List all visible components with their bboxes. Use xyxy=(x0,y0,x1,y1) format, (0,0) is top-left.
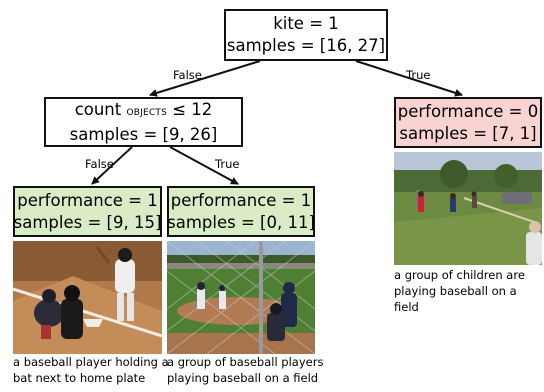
caption-right: a group of children are playing baseball… xyxy=(394,268,525,314)
left-left-leaf-node: performance = 1 samples = [9, 15] xyxy=(13,186,162,237)
root-node: kite = 1 samples = [16, 27] xyxy=(224,9,388,61)
edge-label-root-false: False xyxy=(173,68,202,82)
right-leaf-node: performance = 0 samples = [7, 1] xyxy=(394,97,542,148)
mid-node: count OBJECTS ≤ 12 samples = [9, 26] xyxy=(44,97,243,147)
root-samples: samples = [16, 27] xyxy=(226,36,386,55)
left-left-leaf-prediction: performance = 1 xyxy=(17,190,158,210)
right-leaf-prediction: performance = 0 xyxy=(397,101,539,121)
caption-left-left: a baseball player holding a bat next to … xyxy=(13,355,169,385)
caption-left-right: a group of baseball players playing base… xyxy=(167,355,324,385)
children-baseball-photo xyxy=(394,152,542,265)
mid-samples: samples = [9, 26] xyxy=(69,124,218,144)
mid-condition: count OBJECTS ≤ 12 xyxy=(74,99,213,119)
right-leaf-samples: samples = [7, 1] xyxy=(399,123,537,143)
left-right-leaf-node: performance = 1 samples = [0, 11] xyxy=(167,186,315,237)
baseball-batter-photo xyxy=(13,241,162,354)
edge-label-mid-false: False xyxy=(85,157,114,171)
left-left-leaf-samples: samples = [9, 15] xyxy=(13,212,162,232)
left-right-leaf-prediction: performance = 1 xyxy=(170,190,312,210)
baseball-players-field-photo xyxy=(167,241,315,354)
edge-root-to-mid xyxy=(149,60,261,97)
edge-label-mid-true: True xyxy=(215,157,240,171)
edge-label-root-true: True xyxy=(406,68,431,82)
root-condition: kite = 1 xyxy=(273,14,339,33)
left-right-leaf-samples: samples = [0, 11] xyxy=(167,212,315,232)
